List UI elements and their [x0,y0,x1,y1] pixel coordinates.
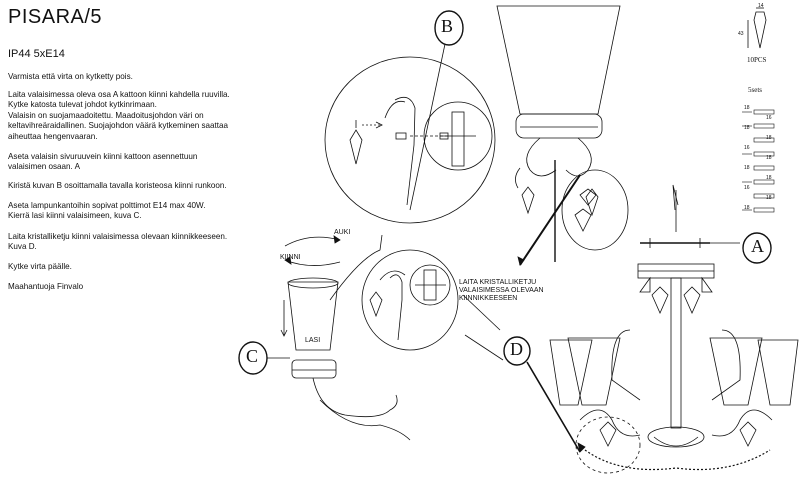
instruction-text: Varmista että virta on kytketty pois. [8,72,133,81]
crystal-icon [579,188,597,206]
label-crystal-note: LAITA KRISTALLIKETJU VALAISIMESSA OLEVAA… [459,279,544,302]
lamp-shade [549,339,593,406]
chain-dim-label: 16 [744,185,750,191]
label-kiinni: KIINNI [280,254,301,261]
callout-d: D [510,339,523,359]
callout-c: C [246,346,259,366]
callout-b: B [441,16,454,36]
decor-curl [526,137,557,177]
chain-dim-label: 18 [766,135,772,141]
chain-dim-label: 16 [744,145,750,151]
callout-a: A [751,236,764,256]
instruction-text: Aseta valaisin sivuruuvein kiinni kattoo… [8,152,198,172]
crystal-count: 10PCS [747,56,767,64]
instruction-text: Laita valaisimessa oleva osa A kattoon k… [8,90,230,141]
page-title: PISARA/5 [8,6,103,28]
tube-section [451,111,465,167]
chain-dim-label: 18 [744,205,750,211]
crystal-part-icon [753,11,767,49]
chain-dim-label: 18 [744,125,750,131]
instruction-text: Kiristä kuvan B osoittamalla tavalla kor… [8,181,227,190]
instruction-text: Maahantuoja Finvalo [8,282,84,291]
product-spec: IP44 5xE14 [8,48,65,60]
label-auki: AUKI [334,229,351,236]
crystal-icon [349,129,363,165]
chain-sets-label: 5sets [748,86,762,94]
dim-width: 14 [758,3,764,9]
label-lasi: LASI [305,337,321,344]
chain-dim-label: 18 [766,195,772,201]
detail-circle-d [361,249,459,351]
instruction-text: Aseta lampunkantoihin sopivat polttimot … [8,201,206,221]
chain-dim-label: 18 [766,175,772,181]
detail-circle-b [324,56,496,224]
chain-dim-label: 16 [766,115,772,121]
chandelier [549,263,799,474]
lamp-shade [287,281,339,351]
chain-dim-label: 18 [744,165,750,171]
chain-dim-label: 18 [766,155,772,161]
rotate-arrow [284,236,341,247]
crystal-chain [584,449,771,471]
crystal-chain-sets [742,109,775,213]
pointer-arrow [519,174,581,266]
dim-height: 43 [738,31,744,37]
lamp-shade [496,5,621,115]
decor-arm-outline [394,96,416,206]
chain-dim-label: 18 [744,105,750,111]
instruction-text: Laita kristalliketju kiinni valaisimessa… [8,232,228,252]
instruction-text: Kytke virta päälle. [8,262,72,271]
